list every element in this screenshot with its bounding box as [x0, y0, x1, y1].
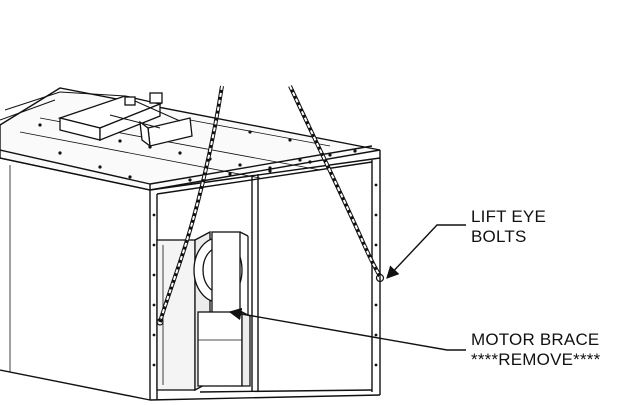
motor-brace-label: MOTOR BRACE ****REMOVE****	[471, 330, 600, 370]
motor-brace-line1: MOTOR BRACE	[471, 330, 600, 349]
lift-chain-left	[156, 85, 224, 326]
leader-lines	[228, 224, 466, 351]
side-rivets	[152, 183, 378, 367]
lift-eye-bolts-line1: LIFT EYE	[471, 207, 546, 226]
lift-eye-bolts-label: LIFT EYE BOLTS	[471, 207, 546, 247]
motor-brace	[197, 310, 251, 387]
lift-eye-bolts-line2: BOLTS	[471, 227, 527, 246]
unit-side-face	[0, 157, 151, 401]
unit-roof	[0, 87, 381, 191]
lift-chain-right	[288, 85, 385, 283]
motor-brace-leader	[228, 307, 466, 351]
motor-brace-line2: ****REMOVE****	[471, 350, 601, 369]
rooftop-equipment	[0, 91, 193, 148]
lift-eye-leader	[386, 224, 466, 279]
